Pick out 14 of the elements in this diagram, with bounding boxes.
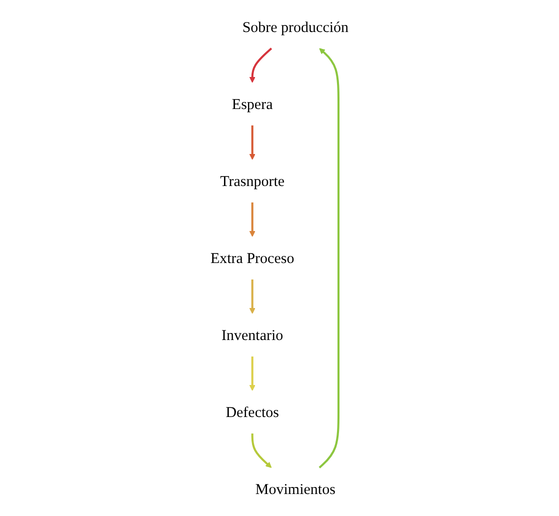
arrow bbox=[251, 434, 272, 468]
arrow bbox=[249, 202, 256, 237]
node-text: Extra Proceso bbox=[210, 249, 294, 267]
arrow bbox=[249, 125, 256, 160]
node-text: Defectos bbox=[226, 404, 279, 421]
node-text: Movimientos bbox=[255, 480, 336, 498]
node-text: Trasnporte bbox=[220, 172, 285, 190]
node-text: Inventario bbox=[222, 326, 284, 344]
arrow bbox=[249, 356, 256, 391]
arrow bbox=[249, 48, 272, 83]
node-text: Espera bbox=[232, 95, 273, 112]
node-text: Sobre producción bbox=[242, 18, 349, 36]
arrow bbox=[318, 48, 340, 468]
arrow bbox=[249, 279, 256, 314]
